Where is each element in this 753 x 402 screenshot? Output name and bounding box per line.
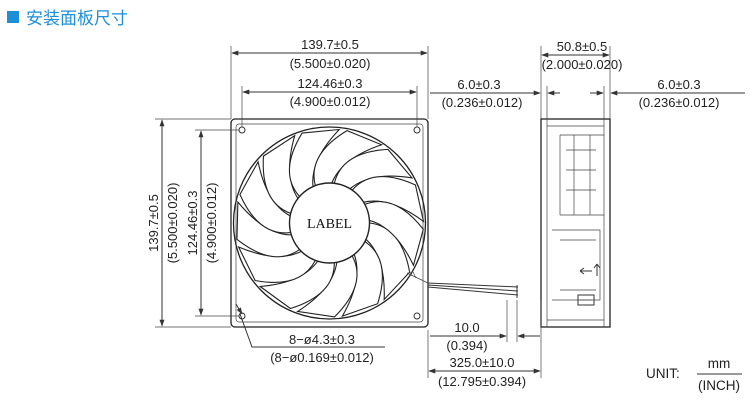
flange-left-mm: 6.0±0.3 — [457, 77, 500, 92]
section-heading: 安装面板尺寸 — [7, 4, 128, 29]
flange-right-mm: 6.0±0.3 — [657, 77, 700, 92]
depth-in: (2.000±0.020) — [542, 57, 623, 72]
fan-blade — [351, 175, 425, 223]
hole-height-mm: 124.46±0.3 — [185, 191, 200, 256]
fan-blade — [262, 134, 299, 215]
mounting-hole-icon — [413, 312, 421, 320]
front-view: LABEL — [230, 118, 519, 328]
fan-blade — [333, 148, 414, 190]
overall-width-in: (5.500±0.020) — [290, 56, 371, 71]
hole-width-mm: 124.46±0.3 — [298, 76, 363, 91]
strip-length-in: (0.394) — [446, 338, 487, 353]
fan-side-outline — [540, 118, 611, 328]
lead-wire — [427, 286, 519, 296]
unit-legend: UNIT: mm (INCH) — [646, 356, 742, 393]
unit-denominator: (INCH) — [698, 378, 740, 393]
dimension-lines: 139.7±0.5 (5.500±0.020) 124.46±0.3 (4.90… — [146, 37, 745, 389]
fan-frame-outline — [230, 118, 429, 328]
heading-text: 安装面板尺寸 — [26, 9, 128, 29]
fan-frame-inner — [235, 123, 424, 323]
lead-wire — [427, 282, 519, 288]
flange-right-in: (0.236±0.012) — [639, 95, 720, 110]
overall-height-mm: 139.7±0.5 — [146, 194, 161, 252]
heading-square-icon — [7, 10, 19, 23]
lead-length-in: (12.795±0.394) — [438, 374, 526, 389]
fan-blades — [236, 128, 425, 318]
fan-blade — [288, 128, 341, 198]
unit-prefix: UNIT: — [646, 366, 680, 381]
strip-length-mm: 10.0 — [454, 320, 479, 335]
rotation-arrow-icon — [593, 263, 601, 276]
mounting-hole-icon — [413, 126, 421, 134]
hole-height-in: (4.900±0.012) — [204, 183, 219, 264]
hole-diameter-in: (8−ø0.169±0.012) — [270, 350, 374, 365]
fan-blade — [239, 160, 292, 234]
mounting-hole-icon — [238, 126, 246, 134]
lead-wire — [427, 284, 519, 292]
overall-height-in: (5.500±0.020) — [165, 183, 180, 264]
side-label-box — [577, 294, 595, 306]
depth-mm: 50.8±0.5 — [557, 39, 608, 54]
fan-blade — [258, 260, 335, 310]
side-view — [540, 118, 611, 328]
lead-length-mm: 325.0±10.0 — [450, 355, 515, 370]
hole-diameter-mm: 8−ø4.3±0.3 — [289, 332, 355, 347]
fan-blade — [341, 240, 383, 318]
fan-venturi-ring — [232, 126, 427, 320]
hub-label-text: LABEL — [307, 217, 352, 232]
hole-width-in: (4.900±0.012) — [290, 94, 371, 109]
fan-blade — [313, 130, 384, 187]
fan-blade — [364, 201, 424, 267]
airflow-arrow-icon — [579, 267, 592, 275]
fan-hub — [288, 182, 371, 264]
overall-width-mm: 139.7±0.5 — [301, 37, 359, 52]
flange-left-in: (0.236±0.012) — [442, 95, 523, 110]
fan-blade — [237, 245, 317, 283]
unit-numerator: mm — [708, 356, 731, 371]
